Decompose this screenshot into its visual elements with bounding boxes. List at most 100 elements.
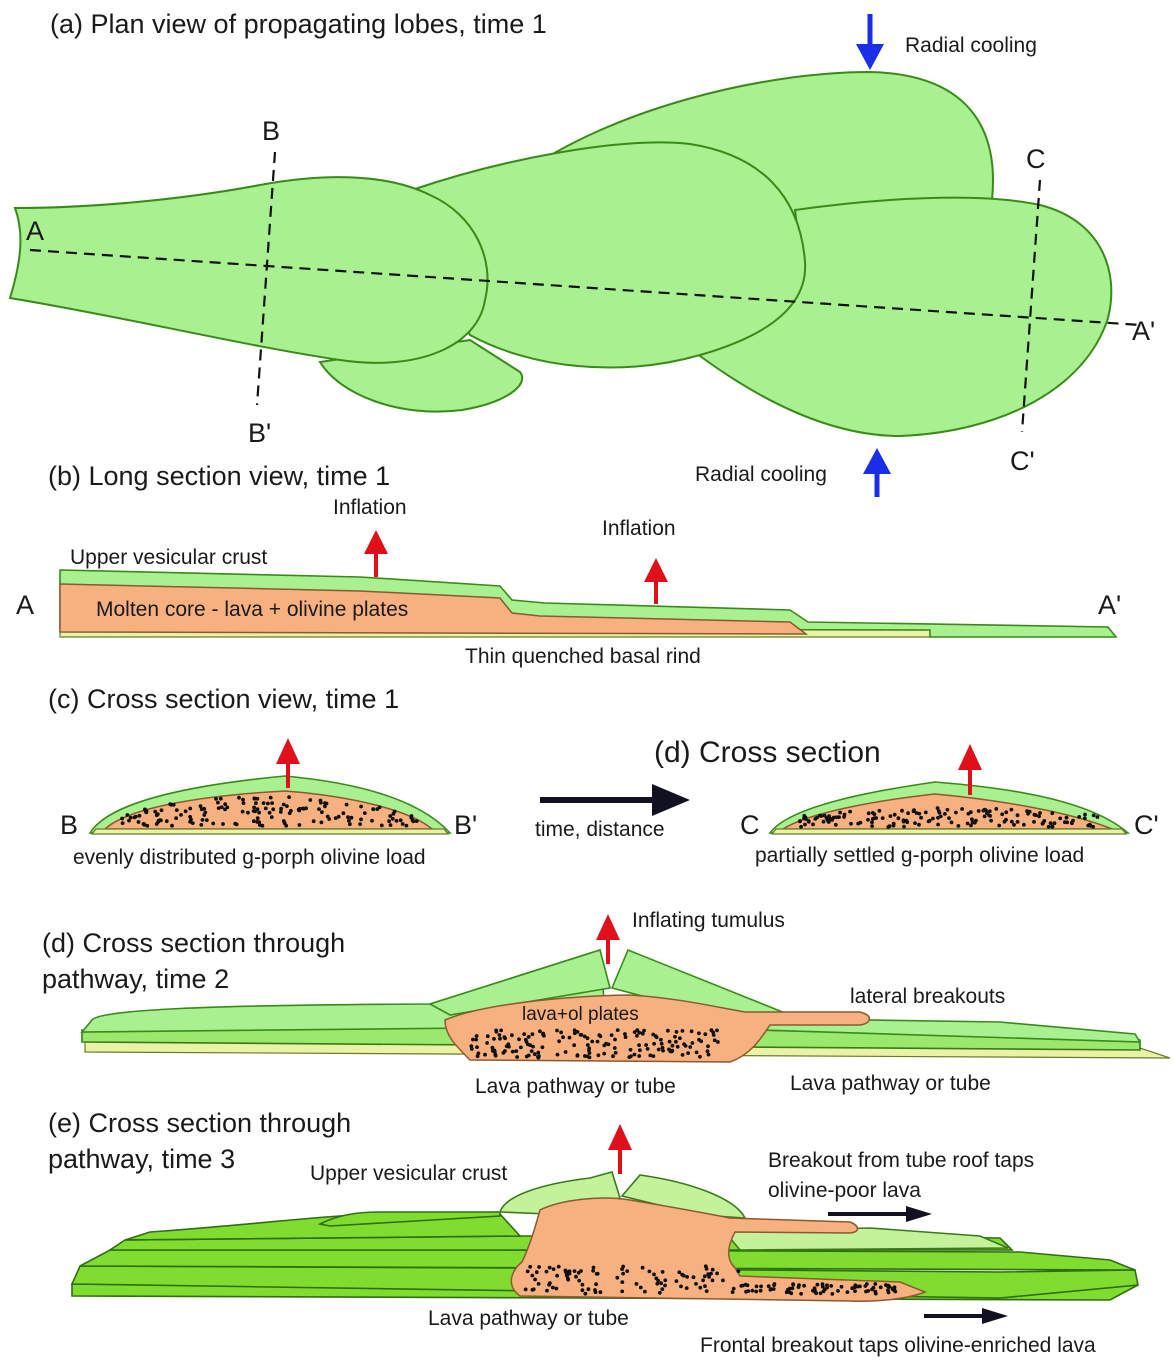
olivine-crystal [642, 1029, 646, 1033]
olivine-crystal [1050, 824, 1054, 828]
olivine-crystal [943, 812, 947, 816]
olivine-crystal [906, 811, 910, 815]
olivine-crystal [703, 1284, 707, 1288]
olivine-crystal [950, 821, 954, 825]
olivine-crystal [219, 797, 223, 801]
olivine-crystal [271, 807, 275, 811]
olivine-crystal [671, 1044, 675, 1048]
olivine-crystal [320, 810, 324, 814]
rind-c [92, 829, 448, 834]
upper-crust-label: Upper vesicular crust [70, 546, 267, 569]
olivine-crystal [637, 1054, 641, 1058]
olivine-crystal [499, 1029, 503, 1033]
olivine-crystal [551, 1286, 555, 1290]
olivine-crystal [661, 1270, 665, 1274]
frontal-breakout-arrow [924, 1308, 1008, 1324]
olivine-crystal [871, 811, 875, 815]
olivine-crystal [902, 825, 906, 829]
olivine-crystal [568, 1036, 572, 1040]
olivine-crystal [816, 1283, 820, 1287]
olivine-crystal [526, 1042, 530, 1046]
olivine-crystal [621, 1265, 625, 1269]
olivine-crystal [610, 1033, 614, 1037]
inflation-arrow-e [608, 1124, 632, 1174]
inflation-label-2: Inflation [602, 517, 676, 540]
olivine-crystal [538, 1029, 542, 1033]
pathway-label-e: Lava pathway or tube [428, 1307, 629, 1330]
olivine-crystal [533, 1278, 537, 1282]
roof-breakout-label-2: olivine-poor lava [768, 1179, 921, 1202]
olivine-crystal [712, 1033, 716, 1037]
olivine-crystal [834, 823, 838, 827]
olivine-crystal [395, 819, 399, 823]
olivine-crystal [866, 1289, 870, 1293]
olivine-crystal [635, 1034, 639, 1038]
olivine-crystal [134, 815, 138, 819]
olivine-crystal [614, 1051, 618, 1055]
olivine-crystal [337, 815, 341, 819]
olivine-crystal [681, 1029, 685, 1033]
olivine-crystal [389, 823, 393, 827]
olivine-crystal [510, 1033, 514, 1037]
olivine-crystal [670, 1049, 674, 1053]
olivine-crystal [637, 1043, 641, 1047]
olivine-crystal [559, 1031, 563, 1035]
olivine-crystal [829, 1284, 833, 1288]
olivine-crystal [358, 822, 362, 826]
olivine-crystal [531, 1045, 535, 1049]
olivine-crystal [641, 1266, 645, 1270]
olivine-crystal [677, 1270, 681, 1274]
olivine-crystal [526, 1270, 530, 1274]
panel-b-long-section: (b) Long section view, time 1 Inflation … [16, 461, 1121, 668]
olivine-crystal [1050, 811, 1054, 815]
olivine-crystal [594, 1282, 598, 1286]
olivine-crystal [1077, 815, 1081, 819]
olivine-crystal [791, 1287, 795, 1291]
olivine-crystal [557, 1265, 561, 1269]
olivine-crystal [661, 1046, 665, 1050]
olivine-crystal [865, 1282, 869, 1286]
olivine-crystal [255, 820, 259, 824]
olivine-crystal [555, 1029, 559, 1033]
label-c-prime: C' [1010, 446, 1035, 476]
olivine-crystal [312, 819, 316, 823]
olivine-crystal [574, 1275, 578, 1279]
olivine-crystal [772, 1283, 776, 1287]
olivine-crystal [519, 1046, 523, 1050]
panel-d-caption: partially settled g-porph olivine load [755, 844, 1084, 867]
olivine-crystal [785, 1290, 789, 1294]
olivine-crystal [268, 811, 272, 815]
olivine-crystal [572, 1043, 576, 1047]
olivine-crystal [256, 807, 260, 811]
olivine-crystal [359, 805, 363, 809]
olivine-crystal [710, 1028, 714, 1032]
olivine-crystal [873, 816, 877, 820]
panel-a-plan-view: (a) Plan view of propagating lobes, time… [10, 9, 1155, 497]
olivine-crystal [802, 1284, 806, 1288]
olivine-crystal [946, 808, 950, 812]
olivine-crystal [1065, 816, 1069, 820]
olivine-crystal [967, 812, 971, 816]
olivine-crystal [611, 1054, 615, 1058]
olivine-crystal [327, 817, 331, 821]
olivine-crystal [1026, 812, 1030, 816]
olivine-crystal [270, 815, 274, 819]
olivine-crystal [371, 807, 375, 811]
olivine-crystal [705, 1267, 709, 1271]
panel-a-title: (a) Plan view of propagating lobes, time… [50, 9, 547, 39]
olivine-crystal [900, 809, 904, 813]
olivine-crystal [759, 1285, 763, 1289]
olivine-crystal [1083, 816, 1087, 820]
radial-cooling-label-bottom: Radial cooling [695, 463, 827, 486]
panel-d-title: (d) Cross section [654, 736, 881, 769]
olivine-crystal [1038, 811, 1042, 815]
olivine-crystal [241, 810, 245, 814]
olivine-crystal [615, 1276, 619, 1280]
olivine-crystal [378, 805, 382, 809]
olivine-crystal [988, 814, 992, 818]
olivine-crystal [174, 816, 178, 820]
pathway-label-d2-1: Lava pathway or tube [475, 1075, 676, 1098]
olivine-crystal [663, 1278, 667, 1282]
olivine-crystal [547, 1283, 551, 1287]
olivine-crystal [658, 1291, 662, 1295]
